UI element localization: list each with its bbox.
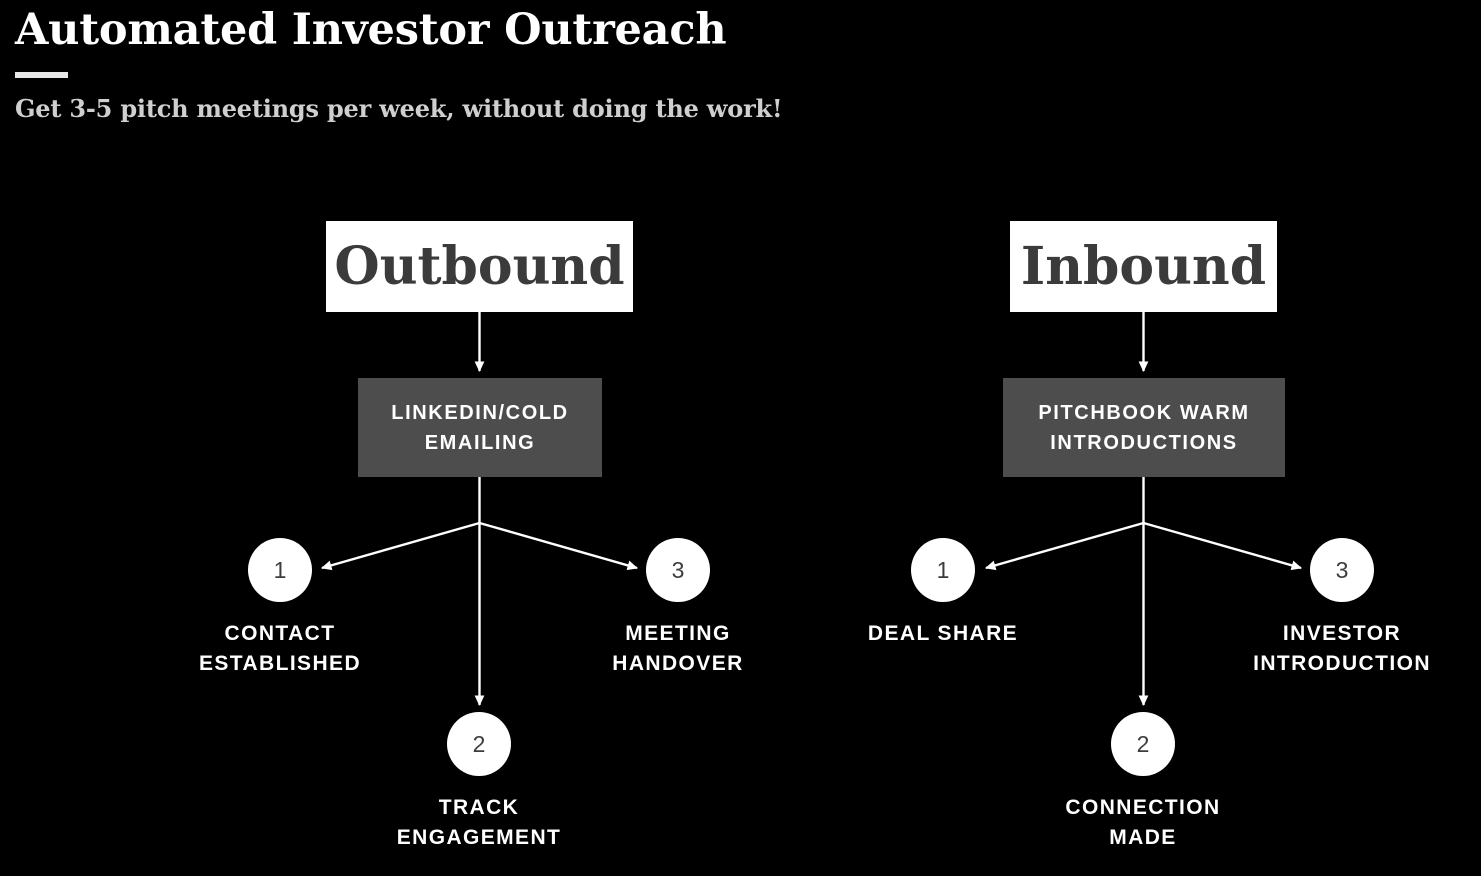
inbound-head-label: Inbound — [1020, 235, 1267, 297]
outbound-step-1-bubble: 1 — [248, 538, 312, 602]
inbound-step-3-bubble: 3 — [1310, 538, 1374, 602]
inbound-step-2-bubble: 2 — [1111, 712, 1175, 776]
outbound-step-1[interactable]: 1 Contact Established — [190, 538, 370, 679]
inbound-step-2-label: Connection Made — [1065, 796, 1221, 849]
inbound-step-3[interactable]: 3 Investor Introduction — [1252, 538, 1432, 679]
inbound-step-2[interactable]: 2 Connection Made — [1053, 712, 1233, 853]
outbound-step-2-label: Track Engagement — [396, 796, 562, 849]
outbound-step-2-bubble: 2 — [447, 712, 511, 776]
outbound-step-3-number: 3 — [671, 556, 685, 583]
page-title: Automated Investor Outreach — [15, 5, 727, 55]
outbound-step-2-number: 2 — [472, 730, 486, 757]
outbound-step-2[interactable]: 2 Track Engagement — [389, 712, 569, 853]
title-divider-rule — [15, 72, 68, 78]
inbound-step-1-bubble: 1 — [911, 538, 975, 602]
inbound-step-1[interactable]: 1 Deal Share — [853, 538, 1033, 649]
branch-outbound: Outbound LinkedIn/Cold Emailing 1 Contac… — [0, 0, 742, 876]
inbound-step-1-label: Deal Share — [867, 622, 1019, 645]
page-header: Automated Investor Outreach Get 3-5 pitc… — [0, 0, 1481, 150]
outbound-step-1-number: 1 — [273, 556, 287, 583]
inbound-channel-label: Pitchbook Warm Introductions — [1038, 401, 1250, 454]
outbound-channel-box[interactable]: LinkedIn/Cold Emailing — [358, 378, 602, 477]
outbound-step-1-label: Contact Established — [198, 622, 362, 675]
inbound-step-1-number: 1 — [936, 556, 950, 583]
page-subtitle: Get 3-5 pitch meetings per week, without… — [15, 94, 783, 123]
inbound-step-3-label: Investor Introduction — [1253, 622, 1431, 675]
outbound-step-3-label: Meeting Handover — [612, 622, 744, 675]
inbound-head-box[interactable]: Inbound — [1010, 221, 1277, 312]
inbound-step-3-number: 3 — [1335, 556, 1349, 583]
outbound-step-3[interactable]: 3 Meeting Handover — [588, 538, 768, 679]
inbound-step-2-number: 2 — [1136, 730, 1150, 757]
outbound-channel-label: LinkedIn/Cold Emailing — [391, 401, 569, 454]
outbound-head-box[interactable]: Outbound — [326, 221, 633, 312]
inbound-channel-box[interactable]: Pitchbook Warm Introductions — [1003, 378, 1285, 477]
outbound-head-label: Outbound — [334, 235, 625, 297]
branch-inbound: Inbound Pitchbook Warm Introductions 1 D… — [663, 0, 1429, 876]
outbound-step-3-bubble: 3 — [646, 538, 710, 602]
